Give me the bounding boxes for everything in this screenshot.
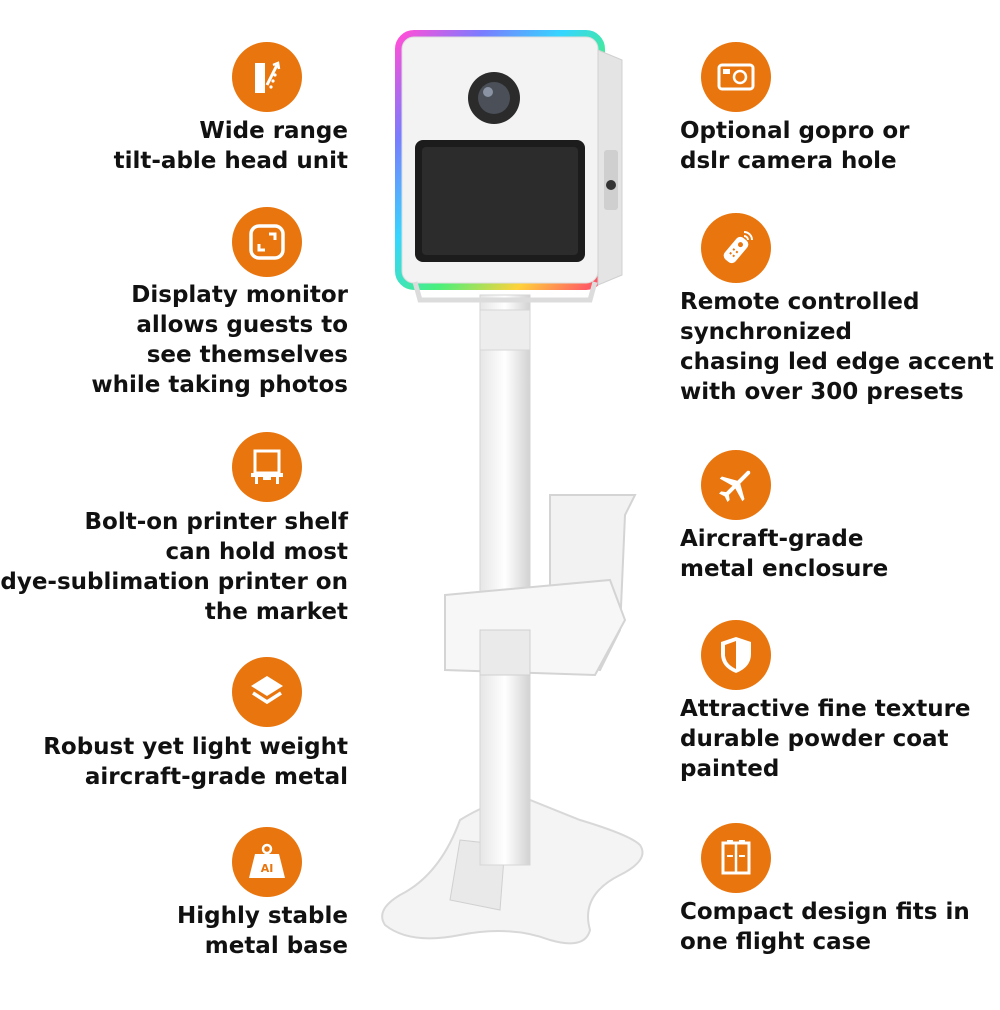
feature-line: dslr camera hole	[680, 148, 897, 174]
photo-booth-illustration	[381, 30, 644, 945]
feature-line: Robust yet light weight	[43, 734, 348, 760]
feature-case-text: Compact design fits in one flight case	[680, 897, 970, 957]
feature-metal-text: Robust yet light weight aircraft-grade m…	[43, 732, 348, 792]
feature-line: while taking photos	[91, 372, 348, 398]
feature-line: Highly stable	[176, 903, 348, 929]
tilt-arrows-icon	[232, 42, 302, 112]
feature-line: allows guests to	[136, 312, 348, 338]
metal-base	[381, 798, 644, 945]
feature-line: Optional gopro or	[680, 118, 910, 144]
shield-icon	[701, 620, 771, 690]
weight-ai-icon: AI	[232, 827, 302, 897]
feature-coat-text: Attractive fine texture durable powder c…	[680, 694, 971, 784]
feature-line: one flight case	[680, 929, 871, 955]
feature-line: durable powder coat	[680, 726, 949, 752]
feature-line: the market	[204, 599, 348, 625]
feature-line: dye-sublimation printer on	[0, 569, 348, 595]
remote-control-icon	[701, 213, 771, 283]
ai-badge: AI	[261, 862, 274, 875]
feature-line: Bolt-on printer shelf	[84, 509, 348, 535]
feature-tilt-text: Wide range tilt-able head unit	[114, 116, 348, 176]
feature-line: synchronized	[680, 319, 852, 345]
feature-camera-text: Optional gopro or dslr camera hole	[680, 116, 910, 176]
layers-icon	[232, 657, 302, 727]
feature-line: with over 300 presets	[680, 379, 964, 405]
feature-remote-text: Remote controlled synchronized chasing l…	[680, 287, 994, 407]
feature-line: Wide range	[199, 118, 348, 144]
feature-monitor-text: Displaty monitor allows guests to see th…	[91, 280, 348, 400]
feature-line: see themselves	[146, 342, 348, 368]
fullscreen-frame-icon	[232, 207, 302, 277]
stand-pole	[479, 294, 531, 866]
feature-line: Attractive fine texture	[680, 696, 971, 722]
feature-line: aircraft-grade metal	[84, 764, 348, 790]
feature-line: tilt-able head unit	[113, 148, 348, 174]
feature-line: Displaty monitor	[131, 282, 348, 308]
feature-line: can hold most	[165, 539, 348, 565]
feature-line: painted	[680, 756, 780, 782]
feature-line: metal enclosure	[680, 556, 889, 582]
printer-shelf-icon	[232, 432, 302, 502]
airplane-icon	[701, 450, 771, 520]
feature-base-text: Highly stable metal base	[177, 901, 348, 961]
feature-line: Aircraft-grade	[680, 526, 864, 552]
camera-icon	[701, 42, 771, 112]
feature-line: chasing led edge accent	[680, 349, 994, 375]
feature-aircraft-text: Aircraft-grade metal enclosure	[680, 524, 888, 584]
feature-line: Compact design fits in	[680, 899, 970, 925]
feature-printer-text: Bolt-on printer shelf can hold most dye-…	[0, 507, 348, 627]
feature-line: metal base	[204, 933, 348, 959]
flight-case-icon	[701, 823, 771, 893]
feature-line: Remote controlled	[680, 289, 920, 315]
